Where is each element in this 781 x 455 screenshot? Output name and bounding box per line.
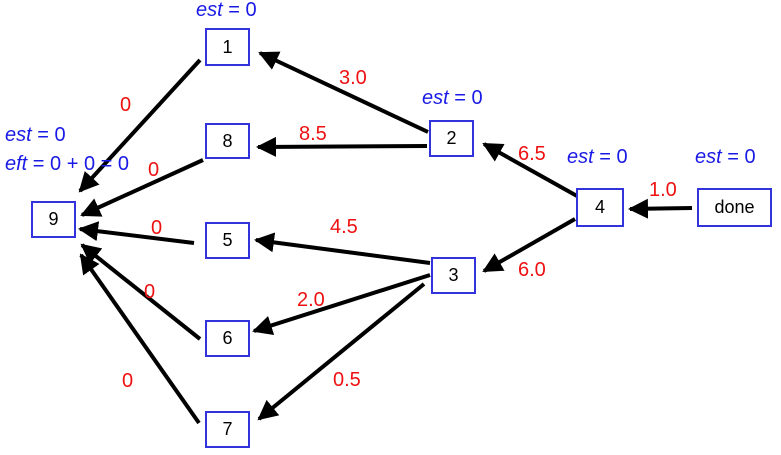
est-annotation-4: est = 0 [567, 146, 628, 168]
edge-2-to-1 [258, 51, 429, 134]
weight-4-3: 6.0 [518, 259, 546, 281]
edge-8-to-9 [80, 158, 204, 217]
weight-4-2: 6.5 [518, 143, 546, 165]
node-6: 6 [205, 320, 250, 357]
node-9: 9 [31, 201, 76, 238]
edge-1-to-9 [78, 58, 202, 193]
node-4: 4 [576, 188, 624, 227]
node-8: 8 [205, 123, 250, 159]
weight-3-5: 4.5 [330, 216, 358, 238]
edge-4-to-3 [482, 217, 576, 273]
weight-3-7: 0.5 [333, 369, 361, 391]
edge-3-to-7 [257, 282, 426, 421]
edge-7-to-9 [79, 253, 201, 425]
edge-5-to-9 [78, 221, 195, 245]
weight-6-9: 0 [144, 281, 156, 303]
node-done: done [697, 188, 772, 227]
edge-3-to-6 [252, 273, 431, 336]
weight-8-9: 0 [148, 159, 160, 181]
weight-3-6: 2.0 [297, 289, 325, 311]
weight-7-9: 0 [122, 370, 134, 392]
est-annotation-done: est = 0 [695, 146, 756, 168]
node-5: 5 [205, 222, 250, 259]
edge-2-to-8 [256, 136, 428, 157]
weight-2-8: 8.5 [299, 123, 327, 145]
edge-4-to-2 [482, 142, 578, 198]
est-annotation-9: est = 0 [5, 124, 66, 146]
weight-5-9: 0 [151, 217, 163, 239]
est-annotation-1: est = 0 [196, 0, 257, 21]
eft-annotation-9: eft = 0 + 0 = 0 [5, 153, 129, 175]
node-2: 2 [429, 120, 474, 157]
est-annotation-2: est = 0 [422, 87, 483, 109]
edge-3-to-5 [254, 232, 431, 265]
node-3: 3 [431, 257, 476, 294]
node-7: 7 [205, 411, 250, 448]
node-1: 1 [205, 28, 250, 66]
weight-1-9: 0 [120, 94, 132, 116]
weight-done-4: 1.0 [649, 179, 677, 201]
edge-6-to-9 [80, 243, 202, 341]
weight-2-1: 3.0 [339, 67, 367, 89]
edge-done-to-4 [628, 198, 693, 219]
